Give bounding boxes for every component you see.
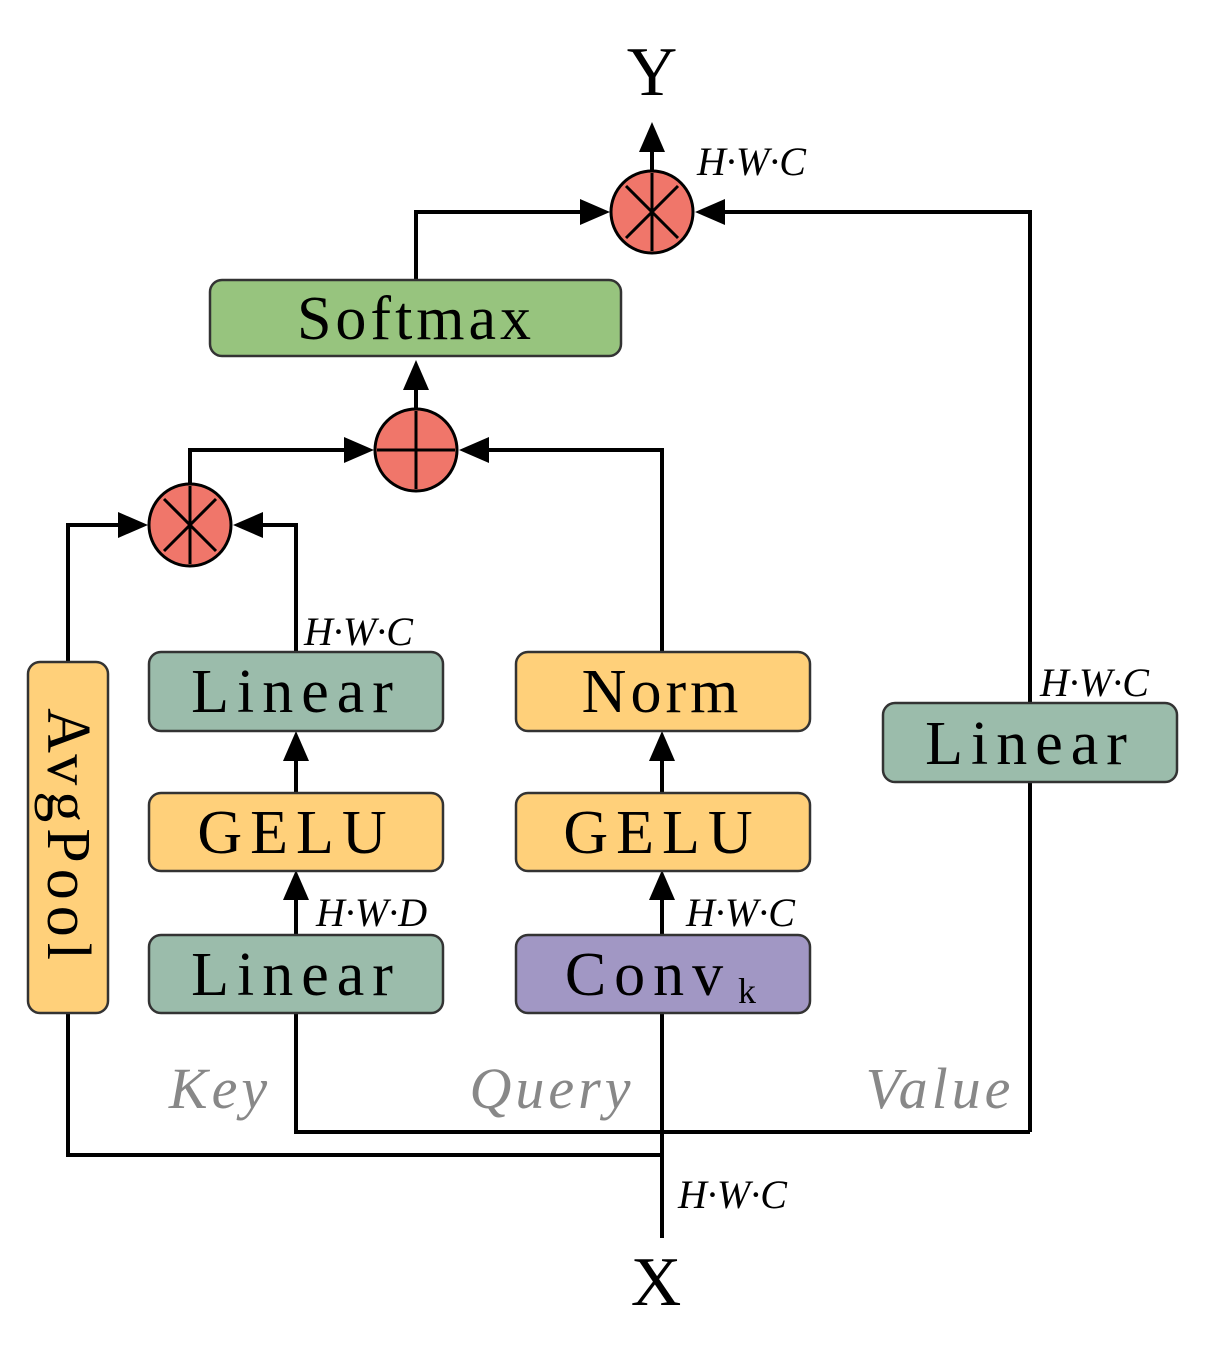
branch-label-value: Value — [866, 1056, 1015, 1121]
arrow-up-icon — [639, 122, 665, 152]
value-dim-label: H·W·C — [1039, 660, 1150, 705]
arrow-left-icon — [459, 437, 489, 463]
query-conv-block: Conv k — [514, 933, 812, 1015]
arrowheads — [118, 122, 725, 900]
key-linear-bottom-label: Linear — [191, 941, 401, 1009]
query-gelu-block: GELU — [514, 791, 812, 873]
multiply-icon — [624, 173, 680, 251]
key-gelu-block: GELU — [147, 791, 445, 873]
avgpool-label: AvgPool — [34, 708, 102, 966]
arrow-left-icon — [233, 512, 263, 538]
avgpool-block: AvgPool — [26, 660, 110, 1015]
arrow-up-icon — [283, 870, 309, 900]
output-dim-label: H·W·C — [696, 139, 807, 184]
query-gelu-label: GELU — [563, 799, 760, 867]
key-multiply-operator — [147, 482, 233, 568]
key-mid-dim-label: H·W·D — [315, 890, 427, 935]
key-gelu-label: GELU — [197, 799, 394, 867]
arrow-up-icon — [649, 731, 675, 761]
softmax-label: Softmax — [297, 285, 535, 353]
softmax-block: Softmax — [208, 278, 623, 358]
arrow-left-icon — [695, 199, 725, 225]
key-linear-bottom-block: Linear — [147, 933, 445, 1015]
plus-icon — [377, 411, 455, 489]
query-norm-block: Norm — [514, 650, 812, 733]
output-label: Y — [627, 34, 678, 111]
connection-lines — [66, 148, 1032, 1238]
arrow-up-icon — [649, 870, 675, 900]
multiply-icon — [162, 486, 218, 564]
arrow-right-icon — [580, 199, 610, 225]
branch-label-query: Query — [470, 1056, 635, 1121]
arrow-up-icon — [403, 360, 429, 390]
branch-label-key: Key — [168, 1056, 271, 1121]
query-mid-dim-label: H·W·C — [685, 890, 796, 935]
query-conv-subscript: k — [738, 971, 756, 1011]
input-dim-label: H·W·C — [677, 1172, 788, 1217]
top-multiply-operator — [609, 169, 695, 255]
query-norm-label: Norm — [582, 658, 743, 726]
arrow-up-icon — [283, 731, 309, 761]
arrow-right-icon — [344, 437, 374, 463]
value-linear-label: Linear — [925, 710, 1135, 778]
key-top-dim-label: H·W·C — [303, 609, 414, 654]
key-linear-top-label: Linear — [191, 658, 401, 726]
value-linear-block: Linear — [881, 701, 1179, 784]
arrow-right-icon — [118, 512, 148, 538]
input-label: X — [631, 1244, 682, 1321]
key-linear-top-block: Linear — [147, 650, 445, 733]
add-operator — [373, 407, 459, 493]
query-conv-label: Conv — [565, 941, 731, 1009]
